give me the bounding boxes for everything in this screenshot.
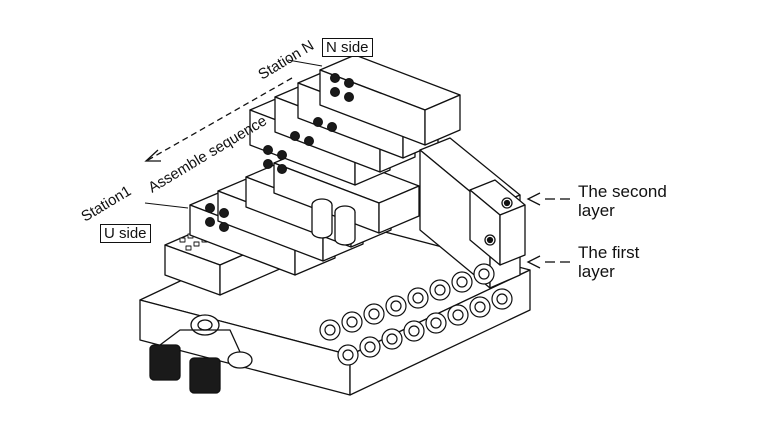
u-side-label: U side bbox=[100, 224, 151, 243]
first-layer-label: The first layer bbox=[578, 243, 640, 281]
station-n-label: Station N bbox=[255, 37, 317, 83]
n-side-label: N side bbox=[322, 38, 373, 57]
dashed-arrow-icon bbox=[144, 77, 293, 162]
station-1-label: Station1 bbox=[78, 183, 134, 226]
silencers bbox=[311, 198, 356, 246]
second-layer-label: The second layer bbox=[578, 182, 667, 220]
side-leaders bbox=[144, 59, 323, 209]
supply-fittings bbox=[149, 314, 253, 394]
layer-side-fittings bbox=[484, 197, 513, 246]
dashed-pointer-icon bbox=[526, 192, 570, 269]
push-in-fittings bbox=[319, 263, 513, 366]
pilot-caps bbox=[205, 73, 354, 232]
